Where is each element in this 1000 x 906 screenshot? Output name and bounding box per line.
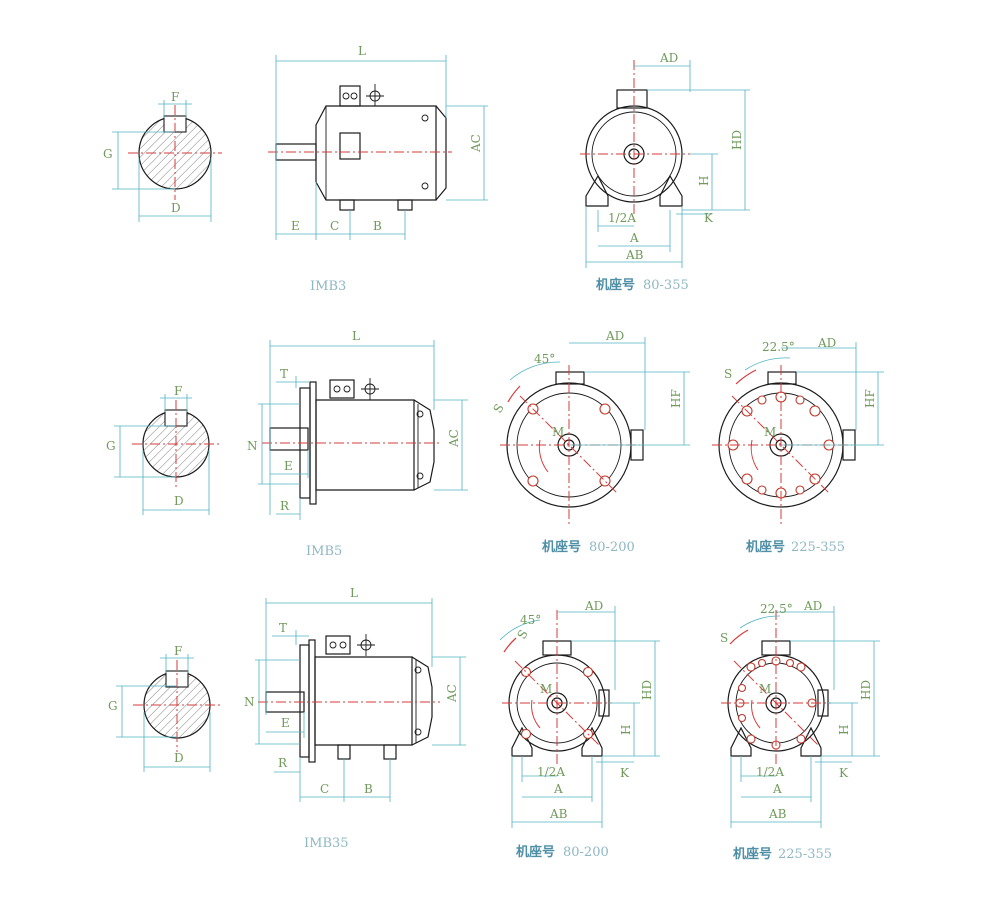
dim-label-m: M bbox=[759, 682, 771, 696]
dim-label-a: A bbox=[553, 782, 563, 796]
shaft-section-imb35: F G D bbox=[108, 644, 221, 772]
dim-label-ad: AD bbox=[584, 599, 603, 613]
dim-label-m: M bbox=[540, 682, 552, 696]
dim-label-h: H bbox=[697, 176, 711, 186]
side-view-imb5: L T N E R AC bbox=[247, 329, 468, 520]
dim-label-s: S bbox=[490, 401, 506, 415]
dim-label-ab: AB bbox=[768, 807, 787, 821]
dim-label-t: T bbox=[280, 367, 288, 381]
dim-label-half-a: 1/2A bbox=[608, 211, 636, 225]
shaft-section-imb5: F G D bbox=[106, 384, 220, 515]
dim-label-ad: AD bbox=[659, 51, 678, 65]
frame-range-5: 225-355 bbox=[778, 847, 832, 862]
dim-label-d: D bbox=[174, 751, 184, 765]
dim-label-hf: HF bbox=[669, 389, 683, 408]
dim-label-t: T bbox=[279, 621, 287, 635]
row-imb3: F G D bbox=[103, 44, 750, 294]
dim-label-hd: HD bbox=[730, 130, 744, 150]
dim-label-f: F bbox=[171, 90, 179, 104]
dim-label-s: S bbox=[720, 631, 728, 645]
dim-label-hf: HF bbox=[863, 389, 877, 408]
dim-label-r: R bbox=[280, 499, 290, 513]
dim-label-l: L bbox=[358, 44, 366, 58]
dim-label-f: F bbox=[174, 644, 182, 658]
dim-label-l: L bbox=[352, 329, 360, 343]
dim-label-angle: 45° bbox=[520, 613, 541, 627]
dim-label-ad: AD bbox=[817, 336, 836, 350]
frame-label-1: 机座号 bbox=[596, 277, 635, 293]
dim-label-angle: 22.5° bbox=[762, 340, 795, 354]
caption-imb35: IMB35 bbox=[304, 836, 349, 851]
dim-label-r: R bbox=[278, 756, 288, 770]
dim-label-d: D bbox=[174, 494, 184, 508]
dim-label-half-a: 1/2A bbox=[537, 765, 565, 779]
end-view-flange-225-355: 22.5° AD HF S M bbox=[712, 336, 884, 525]
frame-label-5: 机座号 bbox=[733, 846, 772, 862]
dim-label-h: H bbox=[837, 725, 851, 735]
dim-label-a: A bbox=[772, 782, 782, 796]
dim-label-b: B bbox=[373, 219, 382, 233]
dim-label-ad: AD bbox=[605, 329, 624, 343]
dim-label-s: S bbox=[514, 627, 530, 641]
frame-label-4: 机座号 bbox=[516, 844, 555, 860]
dim-label-f: F bbox=[174, 384, 182, 398]
caption-imb3: IMB3 bbox=[310, 279, 346, 294]
dim-label-ac: AC bbox=[447, 429, 461, 448]
frame-range-2: 80-200 bbox=[589, 540, 635, 555]
dim-label-a: A bbox=[629, 231, 639, 245]
end-view-foot-80-355: AD HD H K 1/2A A AB bbox=[580, 51, 750, 268]
dim-label-s: S bbox=[724, 367, 732, 381]
end-view-flange-foot-225-355: 22.5° AD HD H K 1/2A A AB S M bbox=[720, 599, 880, 828]
dim-label-l: L bbox=[350, 586, 358, 600]
frame-range-4: 80-200 bbox=[563, 845, 609, 860]
dim-label-ad: AD bbox=[803, 599, 822, 613]
caption-imb5: IMB5 bbox=[306, 544, 342, 559]
shaft-section-imb3: F G D bbox=[103, 90, 222, 222]
end-view-flange-80-200: AD HF 45° S M bbox=[490, 329, 690, 525]
dim-label-hd: HD bbox=[640, 680, 654, 700]
dim-label-g: G bbox=[106, 439, 116, 453]
dim-label-angle: 22.5° bbox=[760, 602, 793, 616]
dim-label-angle: 45° bbox=[534, 352, 555, 366]
side-view-imb35: L T N E R AC C B bbox=[244, 586, 466, 802]
dim-label-d: D bbox=[171, 201, 181, 215]
dim-label-c: C bbox=[330, 219, 339, 233]
dim-label-hd: HD bbox=[859, 680, 873, 700]
dim-label-n: N bbox=[247, 439, 258, 453]
dim-label-b: B bbox=[364, 782, 373, 796]
frame-label-3: 机座号 bbox=[746, 539, 785, 555]
dim-label-g: G bbox=[103, 147, 113, 161]
dim-label-k: K bbox=[704, 211, 714, 225]
dim-label-g: G bbox=[108, 699, 118, 713]
dim-label-half-a: 1/2A bbox=[756, 765, 784, 779]
dim-label-h: H bbox=[619, 725, 633, 735]
dim-label-ab: AB bbox=[625, 248, 644, 262]
frame-range-1: 80-355 bbox=[643, 278, 689, 293]
frame-range-3: 225-355 bbox=[791, 540, 845, 555]
row-imb5: F G D bbox=[106, 329, 884, 559]
dim-label-ac: AC bbox=[469, 134, 483, 153]
end-view-flange-foot-80-200: AD HD H K 1/2A A AB 45° S M bbox=[499, 599, 660, 828]
frame-label-2: 机座号 bbox=[542, 539, 581, 555]
row-imb35: F G D bbox=[108, 586, 880, 862]
side-view-imb3: L AC E C B bbox=[268, 44, 488, 240]
dim-label-c: C bbox=[320, 782, 329, 796]
dim-label-e: E bbox=[284, 459, 293, 473]
dim-label-e: E bbox=[291, 219, 300, 233]
dim-label-ab: AB bbox=[549, 807, 568, 821]
dim-label-n: N bbox=[244, 695, 255, 709]
dim-label-e: E bbox=[281, 716, 290, 730]
dim-label-ac: AC bbox=[445, 684, 459, 703]
dim-label-k: K bbox=[839, 766, 849, 780]
dim-label-k: K bbox=[620, 766, 630, 780]
dim-label-m: M bbox=[552, 425, 564, 439]
dim-label-m: M bbox=[764, 425, 776, 439]
